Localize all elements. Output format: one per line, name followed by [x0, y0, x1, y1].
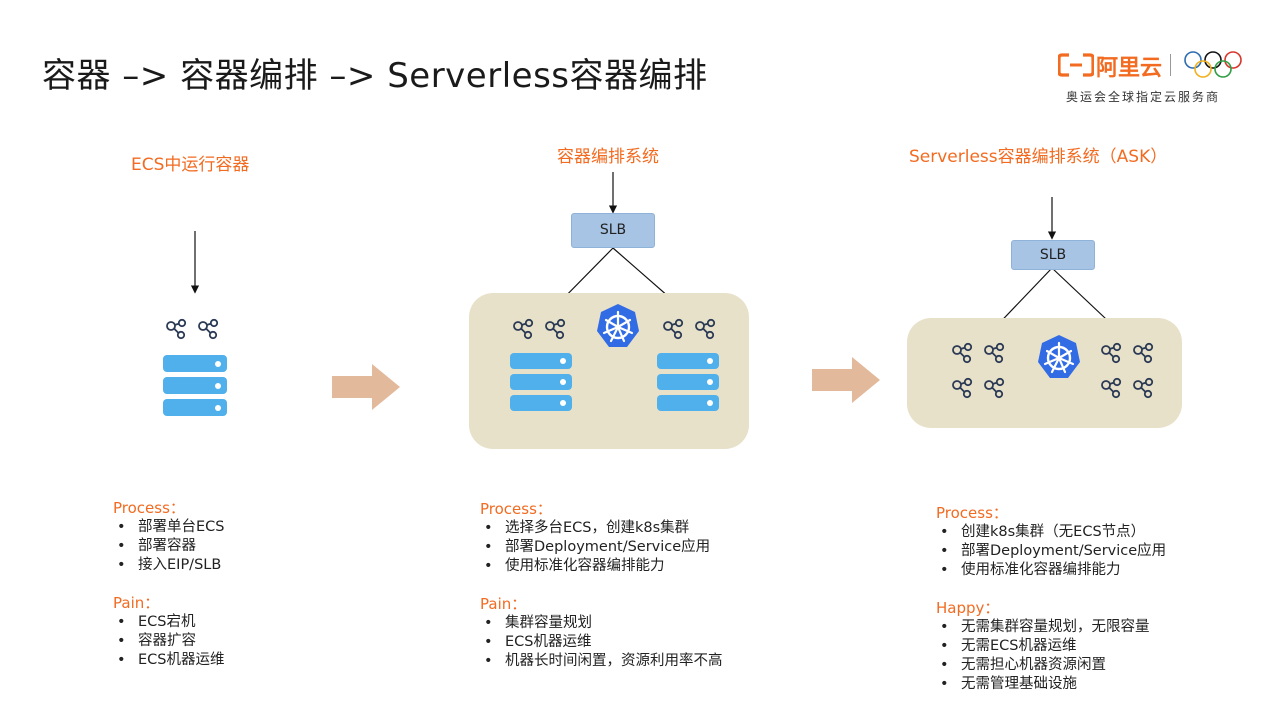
pain-label: Pain：	[480, 595, 527, 613]
pod-icon	[165, 318, 189, 340]
list-item: 使用标准化容器编排能力	[936, 561, 1166, 580]
pod-icon	[1132, 377, 1156, 399]
col2-info: Process： 选择多台ECS，创建k8s集群 部署Deployment/Se…	[480, 500, 723, 671]
pain-list: ECS宕机 容器扩容 ECS机器运维	[113, 613, 225, 670]
pod-icon	[951, 377, 975, 399]
aliyun-logo: 阿里云 奥运会全球指定云服务商	[1058, 48, 1258, 108]
list-item: ECS机器运维	[113, 651, 225, 670]
happy-list: 无需集群容量规划，无限容量 无需ECS机器运维 无需担心机器资源闲置 无需管理基…	[936, 618, 1166, 694]
col3-heading: Serverless容器编排系统（ASK）	[909, 147, 1168, 167]
list-item: 部署Deployment/Service应用	[480, 538, 723, 557]
arrow-right-icon	[812, 355, 882, 405]
slb-box: SLB	[571, 213, 655, 248]
list-item: ECS宕机	[113, 613, 225, 632]
process-list: 部署单台ECS 部署容器 接入EIP/SLB	[113, 518, 225, 575]
pod-icon	[197, 318, 221, 340]
server-icon	[657, 353, 719, 413]
server-icon	[163, 355, 227, 417]
kubernetes-icon	[1035, 333, 1083, 381]
server-icon	[510, 353, 572, 413]
list-item: 部署容器	[113, 537, 225, 556]
process-label: Process：	[480, 500, 552, 518]
logo-divider	[1170, 54, 1171, 76]
pod-icon	[951, 342, 975, 364]
list-item: 容器扩容	[113, 632, 225, 651]
slide-title: 容器 –> 容器编排 –> Serverless容器编排	[42, 56, 708, 96]
serverless-cluster-panel	[907, 318, 1182, 428]
pain-label: Pain：	[113, 594, 160, 612]
slb-box: SLB	[1011, 240, 1095, 270]
pain-list: 集群容量规划 ECS机器运维 机器长时间闲置，资源利用率不高	[480, 614, 723, 671]
brand-name: 阿里云	[1096, 56, 1163, 81]
list-item: 无需管理基础设施	[936, 675, 1166, 694]
pod-icon	[1100, 377, 1124, 399]
pod-icon	[662, 318, 686, 340]
pod-icon	[512, 318, 536, 340]
list-item: ECS机器运维	[480, 633, 723, 652]
col2-heading: 容器编排系统	[557, 147, 659, 167]
pod-icon	[983, 342, 1007, 364]
aliyun-logo-icon	[1058, 53, 1094, 77]
arrow-right-icon	[332, 362, 402, 412]
col3-info: Process： 创建k8s集群（无ECS节点） 部署Deployment/Se…	[936, 504, 1166, 694]
list-item: 机器长时间闲置，资源利用率不高	[480, 652, 723, 671]
process-list: 选择多台ECS，创建k8s集群 部署Deployment/Service应用 使…	[480, 519, 723, 576]
pod-icon	[1132, 342, 1156, 364]
list-item: 无需担心机器资源闲置	[936, 656, 1166, 675]
list-item: 选择多台ECS，创建k8s集群	[480, 519, 723, 538]
list-item: 无需ECS机器运维	[936, 637, 1166, 656]
list-item: 使用标准化容器编排能力	[480, 557, 723, 576]
process-list: 创建k8s集群（无ECS节点） 部署Deployment/Service应用 使…	[936, 523, 1166, 580]
col1-heading: ECS中运行容器	[131, 155, 250, 175]
pod-icon	[983, 377, 1007, 399]
list-item: 部署Deployment/Service应用	[936, 542, 1166, 561]
list-item: 创建k8s集群（无ECS节点）	[936, 523, 1166, 542]
pod-icon	[1100, 342, 1124, 364]
happy-label: Happy：	[936, 599, 1000, 617]
olympic-rings-icon	[1184, 51, 1242, 78]
pod-icon	[544, 318, 568, 340]
list-item: 无需集群容量规划，无限容量	[936, 618, 1166, 637]
list-item: 部署单台ECS	[113, 518, 225, 537]
brand-subtitle: 奥运会全球指定云服务商	[1066, 90, 1221, 104]
list-item: 接入EIP/SLB	[113, 556, 225, 575]
list-item: 集群容量规划	[480, 614, 723, 633]
kubernetes-icon	[594, 302, 642, 350]
pod-icon	[694, 318, 718, 340]
process-label: Process：	[936, 504, 1008, 522]
col1-info: Process： 部署单台ECS 部署容器 接入EIP/SLB Pain： EC…	[113, 499, 225, 670]
process-label: Process：	[113, 499, 185, 517]
